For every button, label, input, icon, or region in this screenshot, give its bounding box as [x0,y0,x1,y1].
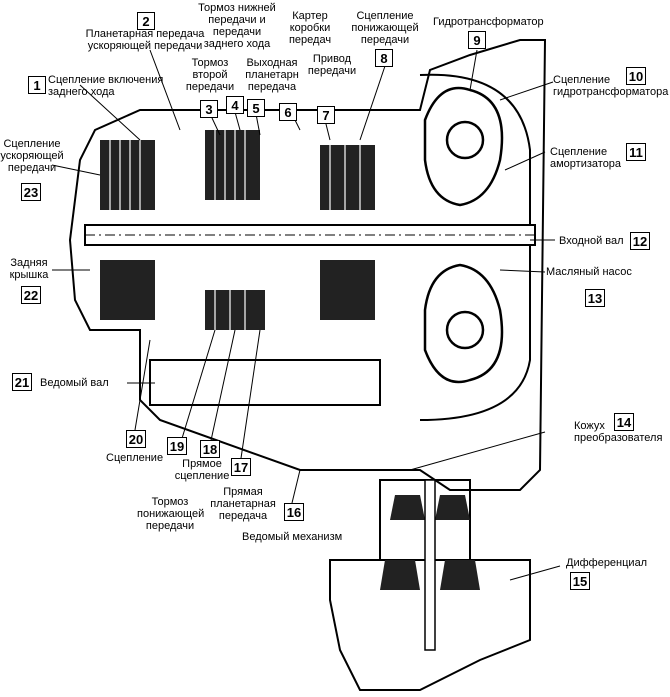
label-18: Прямое сцепление [174,458,230,482]
callout-7: 7 [317,106,335,124]
label-17: Прямая планетарная передача [210,486,276,522]
callout-19: 19 [167,437,187,455]
converter-shell [419,73,531,421]
callout-22: 22 [21,286,41,304]
label-15: Дифференциал [566,557,648,569]
callout-5: 5 [247,99,265,117]
label-20: Сцепление [106,452,164,464]
label-2: Планетарная передача ускоряющей передачи [85,28,205,52]
callout-16: 16 [284,503,304,521]
callout-3: 3 [200,100,218,118]
differential-housing [329,559,531,691]
output-shaft [149,359,381,406]
callout-2: 2 [137,12,155,30]
label-21: Ведомый вал [40,377,109,389]
label-4: Тормоз нижней передачи и передачи заднег… [198,2,276,50]
callout-18: 18 [200,440,220,458]
callout-21: 21 [12,373,32,391]
callout-10: 10 [626,67,646,85]
label-14: Кожух преобразователя [574,420,663,444]
label-3: Тормоз второй передачи [185,57,235,93]
label-5: Выходная планетарн передача [245,57,299,93]
differential-gears [380,495,480,590]
label-16: Ведомый механизм [242,531,343,543]
leader-lines [51,49,561,581]
label-22: Задняя крышка [9,257,49,281]
label-10: Сцепление гидротрансформатора [553,74,669,98]
label-9: Гидротрансформатор [433,16,544,28]
callout-1: 1 [28,76,46,94]
callout-8: 8 [375,49,393,67]
callout-23: 23 [21,183,41,201]
torque-converter [423,86,504,384]
callout-11: 11 [626,143,646,161]
callout-12: 12 [630,232,650,250]
callout-17: 17 [231,458,251,476]
label-12: Входной вал [559,235,624,247]
callout-14: 14 [614,413,634,431]
label-13: Масляный насос [546,266,632,278]
callout-6: 6 [279,103,297,121]
label-19: Тормоз понижающей передачи [137,496,205,532]
callout-20: 20 [126,430,146,448]
callout-15: 15 [570,572,590,590]
label-6: Картер коробки передач [288,10,332,46]
label-11: Сцепление амортизатора [550,146,622,170]
label-8: Сцепление понижающей передачи [351,10,419,46]
callout-9: 9 [468,31,486,49]
label-1: Сцепление включения заднего хода [48,74,164,98]
callout-4: 4 [226,96,244,114]
callout-13: 13 [585,289,605,307]
label-7: Привод передачи [307,53,357,77]
label-23: Сцепление ускоряющей передачи [0,138,64,174]
housing-outline [68,39,547,491]
